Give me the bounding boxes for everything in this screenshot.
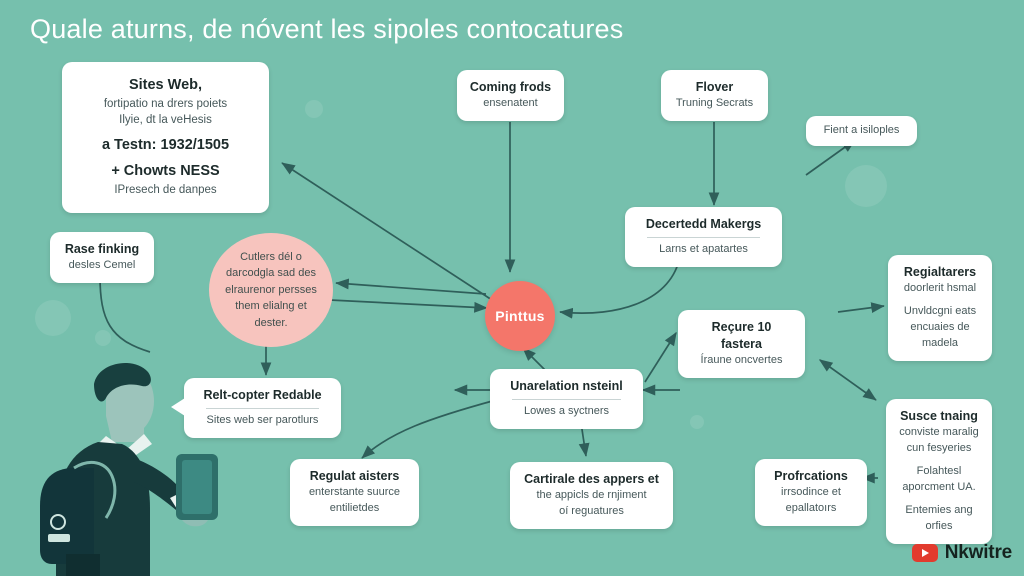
card-line-sub: Sites web ser parotlurs xyxy=(206,413,319,426)
ellipse-line: darcodgla sad des xyxy=(226,267,316,280)
card-line-sub: orfies xyxy=(925,519,953,532)
background-blob xyxy=(95,330,111,346)
card-line-title: Susce tnaing xyxy=(900,409,978,423)
card-line-title: Rase finking xyxy=(64,242,140,256)
link-to-regialtarers xyxy=(837,302,885,314)
card-line-sub: irrsodince et xyxy=(781,485,841,498)
link-hub-to-ellipse xyxy=(335,278,487,295)
ellipse-line: them elialng et xyxy=(235,300,307,313)
watermark-label: Nkwitre xyxy=(944,542,1012,563)
link-unarelation-to-regulat xyxy=(361,399,497,459)
person-illustration xyxy=(40,362,218,576)
card-regialtarers[interactable]: Regialtarers doorlerit hsmal Unvldcgni e… xyxy=(888,255,992,361)
youtube-play-icon xyxy=(911,544,938,562)
spacer xyxy=(900,297,980,304)
card-line-title: + Chowts NESS xyxy=(111,163,220,180)
card-line-title: Profrcations xyxy=(774,469,848,483)
card-line-title: Cartirale des appers et xyxy=(524,472,659,486)
card-unarelation-nsteinl[interactable]: Unarelation nsteinl Lowes a syctners xyxy=(490,369,643,429)
card-line-sub: madela xyxy=(921,336,959,349)
card-line-title: Flover xyxy=(695,80,734,94)
card-line-title: a Testn: 1932/1505 xyxy=(101,136,230,153)
card-line-sub: the appicls de rnjiment xyxy=(536,488,647,501)
background-blob xyxy=(35,300,71,336)
card-fient-a-isiloples[interactable]: Fient a isiloples xyxy=(806,116,917,146)
card-line-sub: ensenatent xyxy=(483,96,538,109)
card-line-sub: cun fesyeries xyxy=(906,441,972,454)
spacer xyxy=(78,155,253,162)
background-blob xyxy=(690,415,704,429)
card-line-sub: enterstante suurce xyxy=(308,485,401,498)
card-cartirale-des-appers[interactable]: Cartirale des appers et the appicls de r… xyxy=(510,462,673,529)
card-line-sub: conviste maralig xyxy=(899,425,979,438)
ellipse-line: elraurenor persses xyxy=(225,283,317,296)
card-line-sub: Truning Secrats xyxy=(675,96,754,109)
card-regulat-aisters[interactable]: Regulat aisters enterstante suurce entil… xyxy=(290,459,419,526)
card-line-sub: Unvldcgni eats xyxy=(903,304,977,317)
card-rase-finking[interactable]: Rase finking desles Cemel xyxy=(50,232,154,283)
card-line-sub: IPresech de danpes xyxy=(114,184,217,197)
card-line-sub: Ilyie, dt la veHesis xyxy=(119,114,212,127)
divider xyxy=(206,407,319,409)
card-line-sub: Entemies ang xyxy=(905,503,973,516)
card-line-title: Sites Web, xyxy=(128,77,203,93)
card-sure-tnaing[interactable]: Susce tnaing conviste maralig cun fesyer… xyxy=(886,399,992,544)
card-line-sub: entilietdes xyxy=(329,501,380,514)
divider xyxy=(512,398,621,400)
background-blob xyxy=(305,100,323,118)
card-line-sub: Íraune oncvertes xyxy=(700,353,783,366)
card-line-title: Decertedd Makergs xyxy=(645,217,762,231)
card-line-sub: desles Cemel xyxy=(68,258,136,271)
card-line-title: Regulat aisters xyxy=(309,469,400,483)
card-line-sub: Lowes a syctners xyxy=(524,404,609,417)
card-profrcations[interactable]: Profrcations irrsodince et epallatoırs xyxy=(755,459,867,526)
link-ellipse-to-hub xyxy=(329,299,488,313)
card-line-sub: Folahtesl xyxy=(916,464,962,477)
hub-label: Pinttus xyxy=(495,308,545,324)
link-unarelation-to-hub xyxy=(522,347,546,371)
node-hub-pinttus[interactable]: Pinttus xyxy=(485,281,555,351)
card-recure-10-fastera[interactable]: Reçure 10 fastera Íraune oncvertes xyxy=(678,310,805,378)
spacer xyxy=(898,457,980,464)
spacer xyxy=(898,496,980,503)
card-line-sub: epallatoırs xyxy=(785,501,837,514)
page-title: Quale aturns, de nóvent les sipoles cont… xyxy=(30,14,624,44)
card-line-sub: aporcment UA. xyxy=(902,480,976,493)
card-line-sub: oí reguatures xyxy=(559,504,624,517)
divider xyxy=(647,236,760,238)
card-line-title: Unarelation nsteinl xyxy=(510,379,623,393)
card-line-title: Reçure 10 fastera xyxy=(711,320,772,351)
card-line-sub: Fient a isiloples xyxy=(823,124,900,136)
spacer xyxy=(78,129,253,136)
card-line-sub: doorlerit hsmal xyxy=(903,281,977,294)
link-recure-to-unarelation xyxy=(644,331,677,383)
card-line-title: Coming frods xyxy=(469,80,552,94)
card-sites-web[interactable]: Sites Web, fortipatio na drers poiets Il… xyxy=(62,62,269,213)
card-line-sub: fortipatio na drers poiets xyxy=(103,97,228,110)
card-flover[interactable]: Flover Truning Secrats xyxy=(661,70,768,121)
card-line-sub: Larns et apatartes xyxy=(659,242,748,255)
card-line-sub: encuaies de xyxy=(910,320,970,333)
link-recure-suretnaing xyxy=(818,359,877,401)
background-blob xyxy=(845,165,887,207)
card-relt-copter-redable[interactable]: Relt-copter Redable Sites web ser parotl… xyxy=(171,378,341,438)
ellipse-line: Cutlers dél o xyxy=(240,250,302,263)
watermark: Nkwitre xyxy=(911,542,1012,564)
card-line-title: Relt-copter Redable xyxy=(203,388,322,402)
ellipse-line: dester. xyxy=(254,316,288,329)
ellipse-text: Cutlers dél o darcodgla sad des elrauren… xyxy=(225,249,317,332)
card-line-title: Regialtarers xyxy=(903,265,977,279)
card-coming-frods[interactable]: Coming frods ensenatent xyxy=(457,70,564,121)
card-decertedd-makergs[interactable]: Decertedd Makergs Larns et apatartes xyxy=(625,207,782,267)
link-rase-finking-down xyxy=(99,275,151,353)
node-ellipse-cutlers[interactable]: Cutlers dél o darcodgla sad des elrauren… xyxy=(209,233,333,347)
